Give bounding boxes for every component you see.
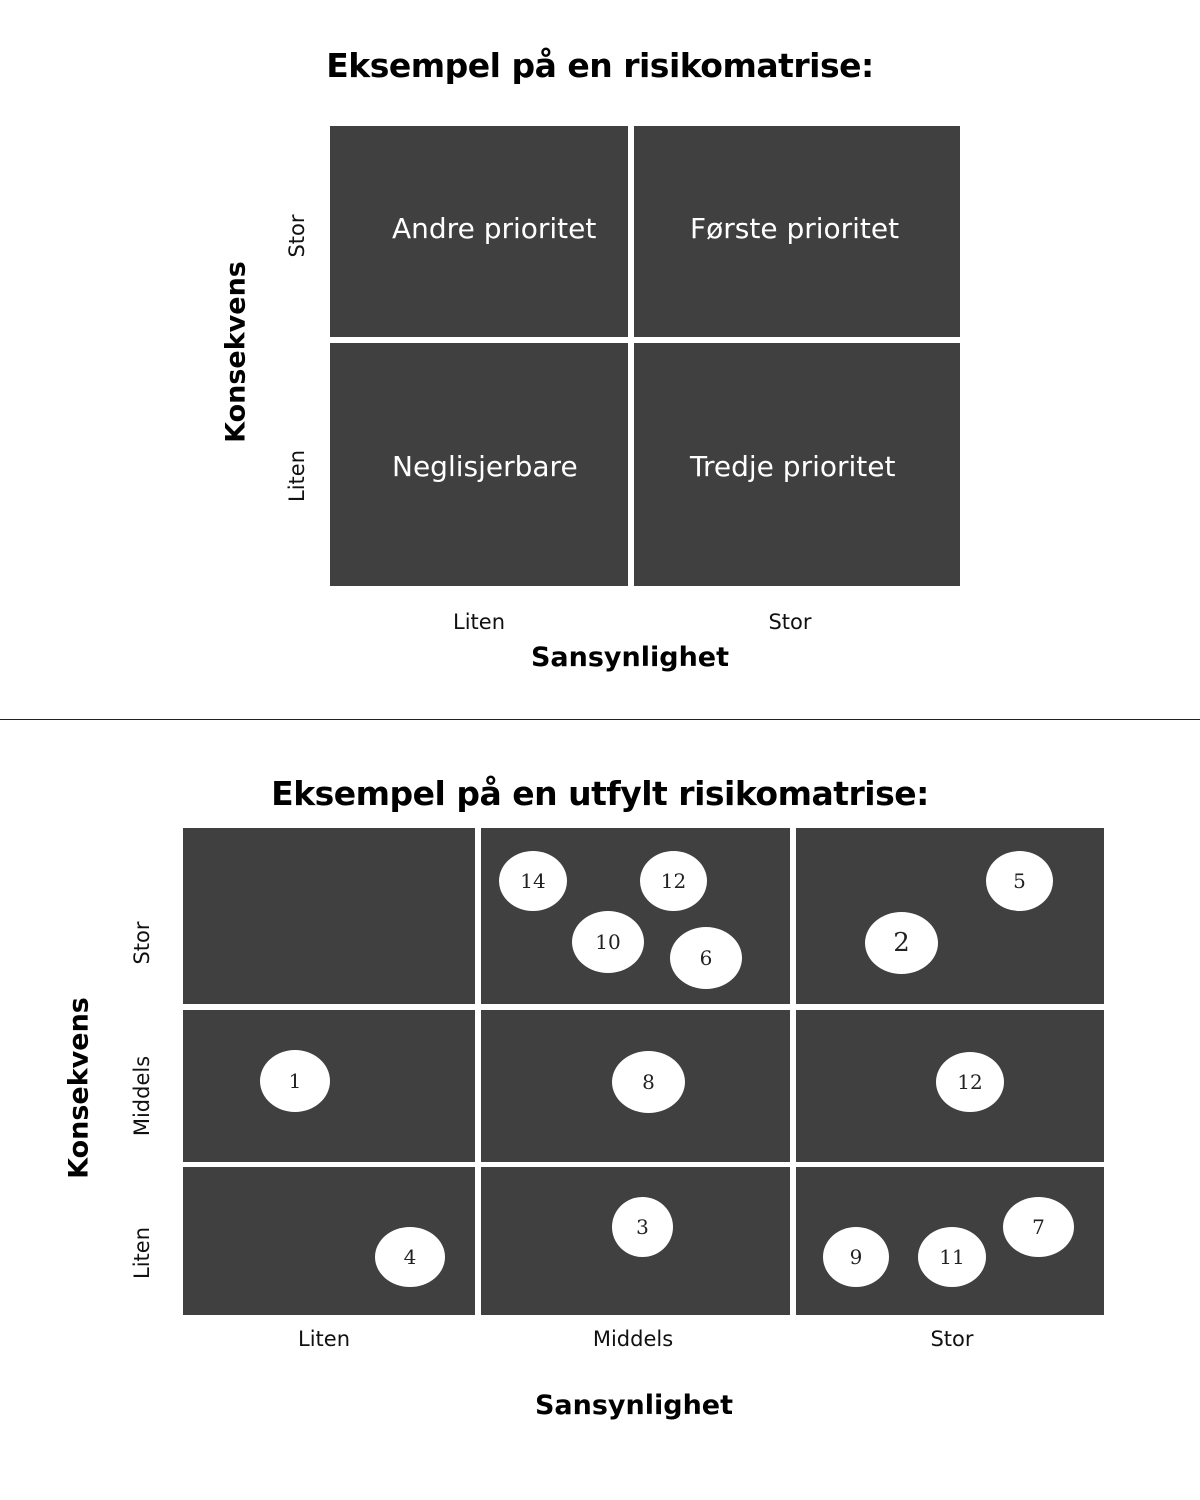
risk-marker: 2	[865, 912, 938, 974]
risk-marker-label: 14	[520, 869, 546, 893]
risk-marker-label: 3	[636, 1215, 649, 1239]
matrix1-cell-bottom-right: Tredje prioritet	[634, 343, 960, 586]
matrix1-x-axis-title: Sansynlighet	[530, 642, 730, 673]
matrix1-y-tick-stor: Stor	[285, 214, 309, 258]
risk-marker: 8	[612, 1051, 685, 1113]
risk-marker: 12	[640, 851, 707, 911]
matrix1-cell-label: Første prioritet	[690, 212, 900, 245]
risk-marker-label: 8	[642, 1070, 655, 1094]
matrix1-cell-label: Tredje prioritet	[690, 450, 896, 483]
risk-marker: 14	[499, 851, 567, 911]
risk-marker-label: 6	[699, 946, 713, 970]
matrix1-cell-top-right: Første prioritet	[634, 126, 960, 337]
risk-marker-label: 7	[1032, 1215, 1045, 1239]
matrix1-y-axis-title: Konsekvens	[220, 261, 252, 443]
matrix1-cell-label: Andre prioritet	[392, 212, 597, 245]
matrix1-cell-top-left: Andre prioritet	[330, 126, 628, 337]
risk-marker-label: 12	[957, 1070, 983, 1094]
matrix2-x-axis-title: Sansynlighet	[534, 1390, 734, 1421]
risk-marker: 5	[986, 851, 1053, 911]
matrix2-x-tick-middels: Middels	[592, 1327, 674, 1351]
risk-marker: 4	[375, 1227, 445, 1287]
matrix2-y-tick-liten: Liten	[130, 1227, 154, 1279]
risk-marker: 1	[260, 1050, 330, 1112]
matrix2-y-tick-middels: Middels	[130, 1055, 154, 1137]
risk-marker-label: 9	[849, 1245, 863, 1269]
risk-marker-label: 12	[660, 869, 687, 893]
risk-marker: 9	[823, 1227, 889, 1287]
risk-marker: 10	[572, 911, 644, 973]
matrix1-title: Eksempel på en risikomatrise:	[326, 46, 874, 85]
risk-marker: 3	[612, 1197, 673, 1257]
section-divider	[0, 719, 1200, 720]
risk-marker-label: 10	[595, 930, 621, 954]
matrix2-x-tick-stor: Stor	[930, 1327, 974, 1351]
risk-marker: 11	[918, 1227, 986, 1287]
matrix1-x-tick-liten: Liten	[453, 610, 505, 634]
matrix2-cell-stor-liten	[183, 828, 475, 1004]
risk-marker-label: 4	[403, 1245, 417, 1269]
matrix2-y-axis-title: Konsekvens	[63, 997, 95, 1179]
risk-marker: 7	[1003, 1197, 1074, 1257]
risk-marker-label: 5	[1013, 869, 1026, 893]
matrix1-x-tick-stor: Stor	[768, 610, 812, 634]
matrix2-y-tick-stor: Stor	[130, 921, 154, 965]
risk-marker-label: 1	[288, 1069, 302, 1093]
risk-marker: 6	[670, 927, 742, 989]
risk-marker: 12	[936, 1052, 1004, 1112]
matrix2-x-tick-liten: Liten	[298, 1327, 350, 1351]
matrix2-title: Eksempel på en utfylt risikomatrise:	[271, 774, 929, 813]
risk-marker-label: 11	[939, 1245, 965, 1269]
risk-marker-label: 2	[893, 928, 910, 958]
matrix2-cell-stor-stor	[796, 828, 1104, 1004]
matrix1-y-tick-liten: Liten	[285, 450, 309, 502]
matrix1-cell-bottom-left: Neglisjerbare	[330, 343, 628, 586]
matrix1-cell-label: Neglisjerbare	[392, 450, 578, 483]
